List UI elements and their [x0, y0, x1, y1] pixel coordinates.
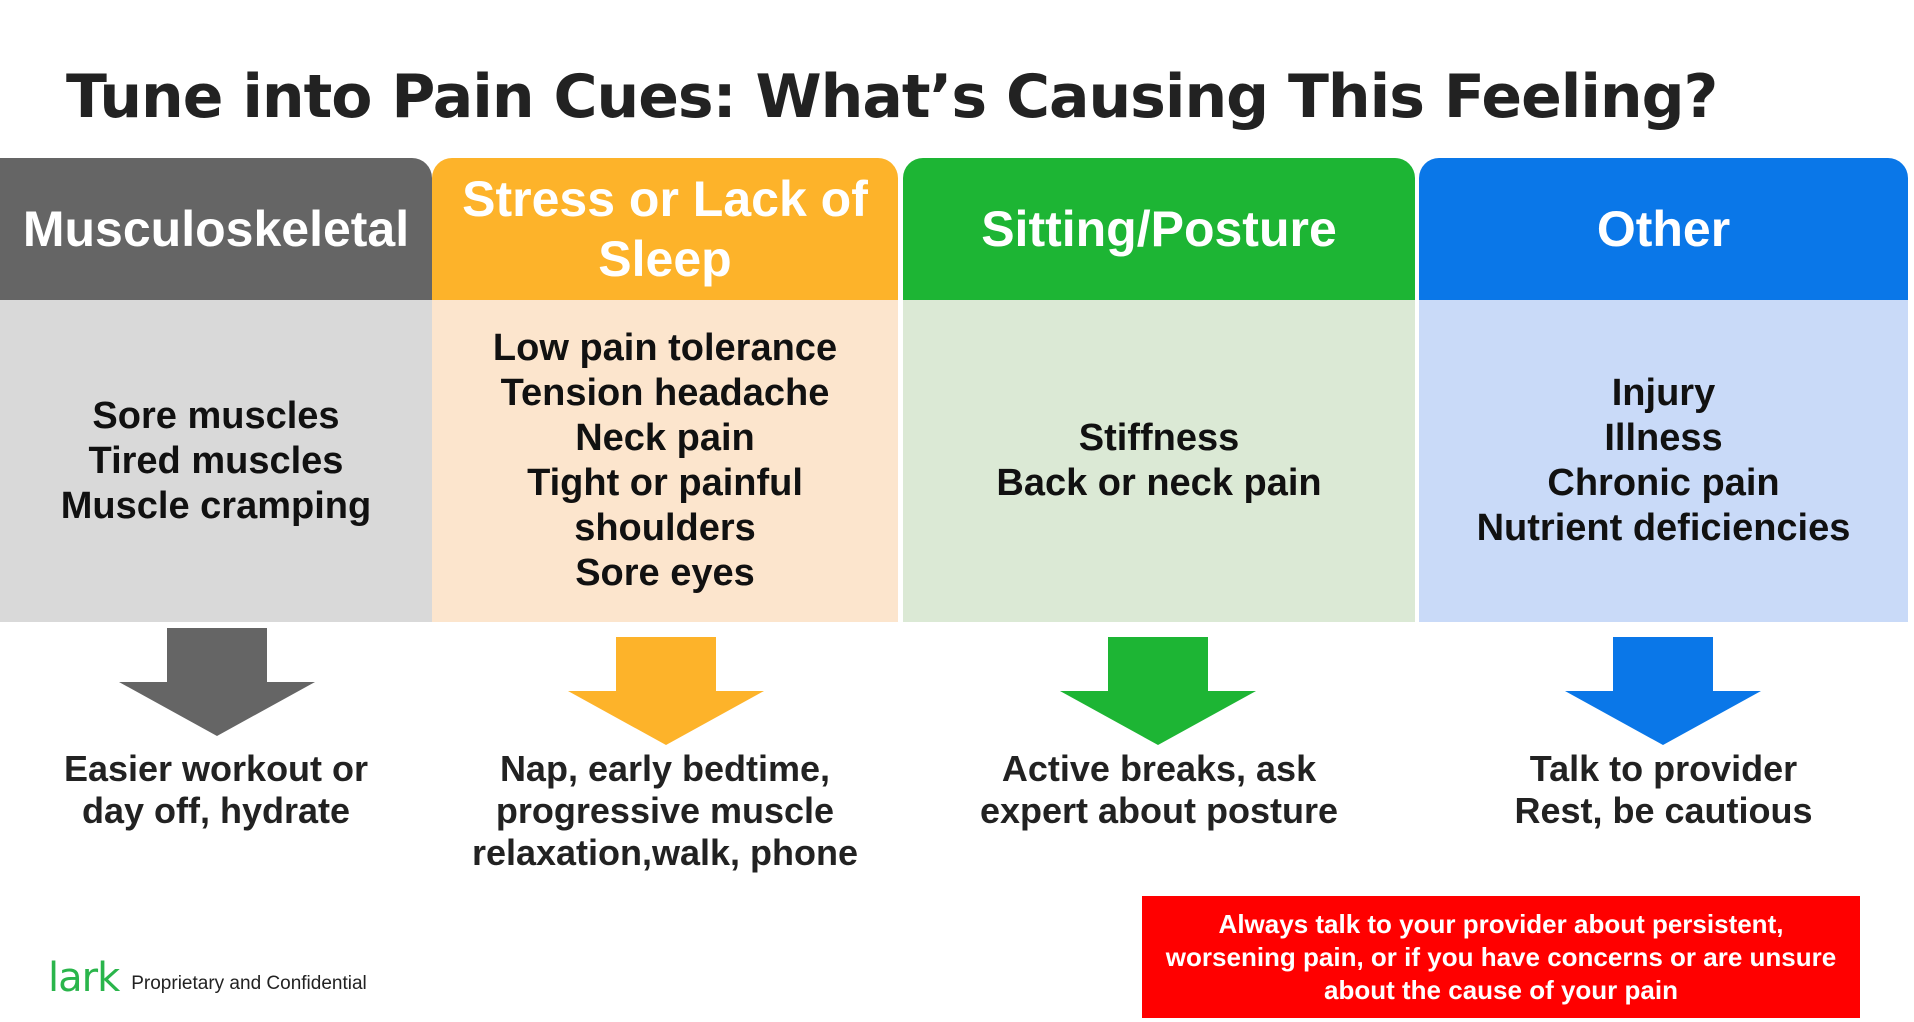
column-body-sitting-posture: Stiffness Back or neck pain — [903, 300, 1415, 622]
symptom-item: Stiffness — [1078, 417, 1240, 459]
page-title: Tune into Pain Cues: What’s Causing This… — [66, 62, 1718, 132]
action-line: Nap, early bedtime, — [499, 748, 831, 789]
symptom-item: Muscle cramping — [60, 484, 372, 527]
action-line: Rest, be cautious — [1514, 790, 1813, 831]
symptom-item: Tension headache — [500, 372, 830, 414]
column-header-stress-sleep: Stress or Lack of Sleep — [432, 158, 898, 300]
action-line: expert about posture — [979, 790, 1339, 831]
symptom-item: Sore eyes — [575, 552, 755, 594]
symptom-list: Injury Illness Chronic pain Nutrient def… — [1477, 371, 1851, 551]
symptom-item: Sore muscles — [92, 394, 340, 437]
action-musculoskeletal: Easier workout or day off, hydrate — [0, 748, 432, 832]
action-line: day off, hydrate — [81, 790, 351, 831]
confidential-notice: Proprietary and Confidential — [131, 973, 367, 994]
footer: lark Proprietary and Confidential — [48, 958, 367, 998]
column-header-musculoskeletal: Musculoskeletal — [0, 158, 432, 300]
symptom-item: shoulders — [574, 507, 756, 549]
column-body-other: Injury Illness Chronic pain Nutrient def… — [1419, 300, 1908, 622]
warning-text: Always talk to your provider about persi… — [1165, 908, 1837, 1005]
action-line: Active breaks, ask — [1001, 748, 1317, 789]
symptom-item: Low pain tolerance — [492, 327, 838, 369]
action-sitting-posture: Active breaks, ask expert about posture — [903, 748, 1415, 832]
symptom-item: Neck pain — [575, 417, 755, 459]
action-line: Talk to provider — [1529, 748, 1798, 789]
symptom-item: Nutrient deficiencies — [1476, 507, 1851, 549]
arrow-shape — [1060, 637, 1256, 745]
symptom-item: Tight or painful — [527, 462, 803, 504]
lark-logo: lark — [48, 955, 120, 1001]
action-line: progressive muscle — [495, 790, 835, 831]
down-arrow-icon — [568, 637, 764, 745]
column-body-stress-sleep: Low pain tolerance Tension headache Neck… — [432, 300, 898, 622]
symptom-item: Injury — [1611, 372, 1716, 414]
symptom-list: Low pain tolerance Tension headache Neck… — [493, 326, 837, 596]
action-line: relaxation,walk, phone — [471, 832, 859, 873]
arrow-shape — [568, 637, 764, 745]
column-body-musculoskeletal: Sore muscles Tired muscles Muscle crampi… — [0, 300, 432, 622]
action-other: Talk to provider Rest, be cautious — [1419, 748, 1908, 832]
symptom-item: Back or neck pain — [996, 462, 1322, 504]
warning-box: Always talk to your provider about persi… — [1142, 896, 1860, 1018]
column-header-other: Other — [1419, 158, 1908, 300]
arrow-shape — [119, 628, 315, 736]
down-arrow-icon — [1060, 637, 1256, 745]
action-stress-sleep: Nap, early bedtime, progressive muscle r… — [432, 748, 898, 874]
symptom-item: Illness — [1604, 417, 1723, 459]
symptom-item: Chronic pain — [1547, 462, 1780, 504]
arrow-shape — [1565, 637, 1761, 745]
down-arrow-icon — [1565, 637, 1761, 745]
symptom-list: Sore muscles Tired muscles Muscle crampi… — [61, 394, 371, 529]
symptom-list: Stiffness Back or neck pain — [996, 416, 1321, 506]
down-arrow-icon — [119, 628, 315, 736]
column-header-sitting-posture: Sitting/Posture — [903, 158, 1415, 300]
symptom-item: Tired muscles — [88, 439, 344, 482]
action-line: Easier workout or — [63, 748, 369, 789]
